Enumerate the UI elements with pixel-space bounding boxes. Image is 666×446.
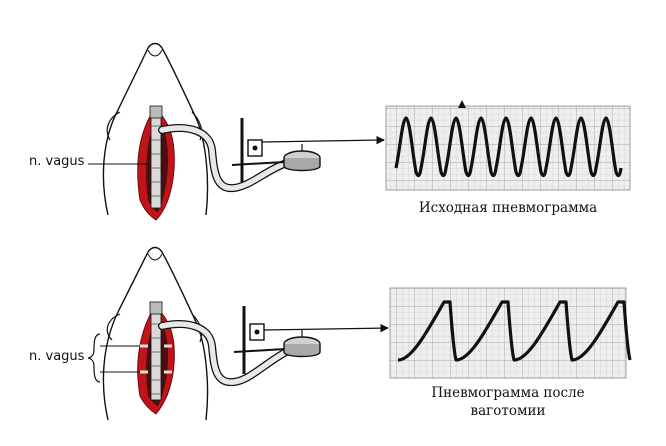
nerve-label-bottom: n. vagus — [29, 349, 85, 364]
animal-ear-left-bottom — [106, 313, 121, 341]
caption-bottom: Пневмограмма после ваготомии — [388, 384, 628, 420]
lever-arrow-bottom — [263, 323, 389, 333]
nerve-label-top: n. vagus — [29, 154, 85, 169]
lever-arrow-top — [261, 135, 385, 145]
marker-tick — [458, 100, 466, 108]
tube-bottom — [158, 320, 290, 387]
cannula-top — [149, 105, 163, 119]
caption-top-line-1: Исходная пневмограмма — [418, 200, 598, 216]
caption-bottom-line-2: ваготомии — [470, 403, 546, 419]
cut-nerves — [140, 344, 172, 374]
caption-bottom-line-1: Пневмограмма после — [431, 385, 585, 401]
nerve-brace-bottom — [87, 333, 101, 383]
animal-nose-bottom — [147, 253, 163, 261]
animal-nose-top — [147, 49, 163, 57]
caption-top: Исходная пневмограмма — [388, 200, 628, 216]
cannula-bottom — [149, 301, 163, 315]
bottom-panel — [87, 246, 632, 421]
animal-ear-left-top — [106, 111, 121, 141]
tube-top — [158, 124, 288, 193]
top-panel — [88, 42, 631, 221]
pneumogram-trace-bottom — [397, 300, 632, 362]
pneumogram-trace-top — [394, 116, 623, 178]
